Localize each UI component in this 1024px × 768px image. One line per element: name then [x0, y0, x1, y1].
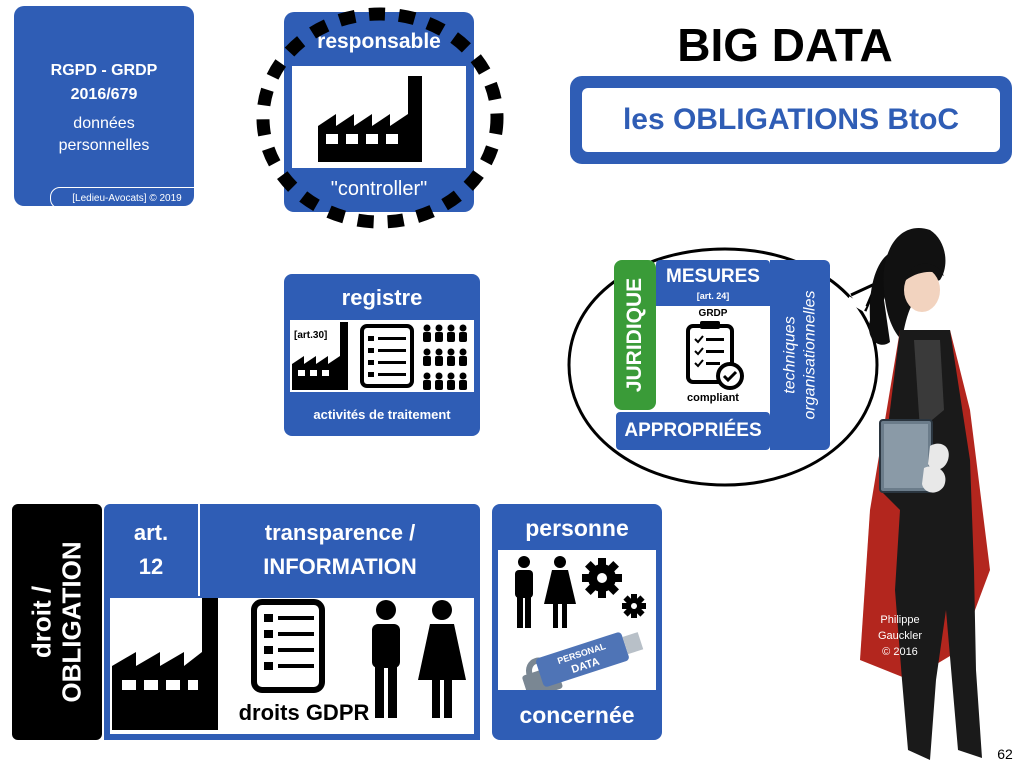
factory-icon [112, 596, 218, 730]
personne-illustration: PERSONAL DATA [515, 556, 646, 699]
registre-inner [290, 320, 474, 392]
dashed-circle-highlight [256, 7, 504, 229]
technical-measures-label: techniques organisationnelles [770, 260, 830, 450]
registre-illustration [292, 322, 467, 390]
article-12-label: art. 12 [104, 504, 198, 596]
list-icon [360, 324, 414, 388]
obligations-subtitle: les OBLIGATIONS BtoC [582, 88, 1000, 152]
usb-padlock-icon: PERSONAL DATA [522, 632, 644, 699]
mesures-inner [656, 306, 770, 410]
art-line1: art. [133, 520, 169, 545]
juridique-band [614, 260, 656, 410]
factory-icon [292, 322, 348, 390]
compliant-label: compliant [687, 392, 739, 404]
responsable-inner [292, 66, 466, 168]
compliance-clipboard-icon [686, 321, 744, 390]
art-line2: 12 [138, 554, 164, 579]
mesures-header [656, 260, 770, 306]
juridique-label-wrap: JURIDIQUE [614, 260, 656, 410]
droit-label: droit / [27, 585, 57, 659]
page-number: 62 [997, 746, 1013, 762]
transp-line1: transparence / [264, 520, 416, 545]
gear-icon [582, 558, 622, 598]
appropriees-label: APPROPRIÉES [616, 412, 770, 450]
factory-icon [318, 76, 422, 162]
concernee-label: concernée [519, 701, 635, 728]
copyright-badge: [Ledieu-Avocats] © 2019 [50, 187, 204, 209]
mesures-article: [art. 24] [696, 291, 730, 301]
technical-measures-band [770, 260, 830, 450]
registre-article: [art.30] [294, 330, 328, 341]
droit-obligation-band [12, 504, 102, 740]
droit-obligation-label: droit / OBLIGATION [12, 504, 102, 740]
woman-icon [544, 556, 576, 628]
transp-line2: INFORMATION [263, 554, 417, 579]
techniques-label: techniques [781, 316, 799, 394]
responsable-subtitle: "controller" [330, 177, 428, 200]
personne-inner: PERSONAL DATA [498, 550, 656, 699]
rgpd-line4: personnelles [58, 137, 150, 154]
illustration-credit: Philippe Gauckler © 2016 [860, 612, 940, 660]
personne-title: personne [525, 514, 629, 541]
registre-subtitle: activités de traitement [313, 406, 451, 422]
mesures-title: MESURES [666, 266, 760, 287]
grdp-label: GRDP [698, 308, 728, 319]
people-icon [423, 324, 467, 390]
man-icon [515, 556, 533, 628]
juridique-label: JURIDIQUE [623, 277, 647, 393]
article-12-header [104, 504, 198, 596]
rgpd-line1: RGPD - GRDP [50, 62, 158, 79]
information-panel [110, 596, 474, 734]
information-illustration [112, 596, 466, 730]
page-title: BIG DATA [677, 19, 893, 71]
man-icon [372, 600, 400, 718]
registre-title: registre [341, 285, 423, 310]
rgpd-panel: RGPD - GRDP 2016/679 données personnelle… [14, 6, 204, 209]
credit-line1: Philippe [880, 614, 920, 626]
list-icon [251, 599, 325, 693]
transparence-header [200, 504, 480, 596]
droits-gdpr-label: droits GDPR [238, 700, 370, 725]
obligation-label: OBLIGATION [57, 541, 87, 703]
woman-icon [418, 600, 466, 718]
transparence-label: transparence / INFORMATION [200, 504, 480, 596]
rgpd-line3: données [73, 115, 135, 132]
small-gear-icon [622, 594, 646, 618]
superhero-woman-illustration [860, 228, 990, 760]
credit-line2: Gauckler [877, 630, 923, 642]
rgpd-line2: 2016/679 [70, 86, 138, 103]
credit-line3: © 2016 [882, 646, 918, 658]
responsable-title: responsable [317, 30, 441, 53]
organisationnelles-label: organisationnelles [801, 290, 819, 420]
